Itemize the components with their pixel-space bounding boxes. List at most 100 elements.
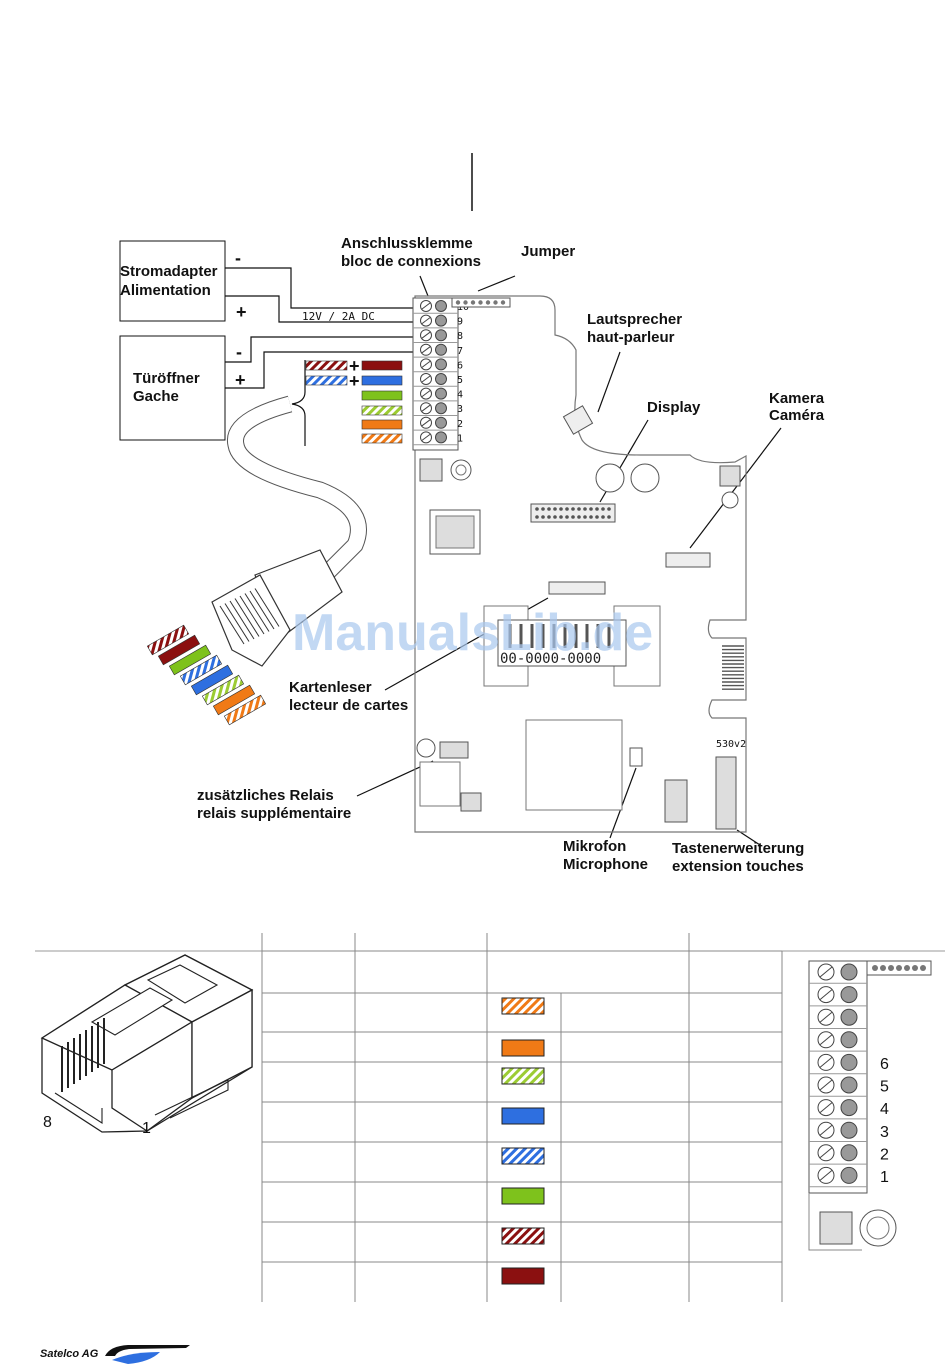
detail-socket <box>840 1008 858 1026</box>
voltage-label: 12V / 2A DC <box>302 310 375 323</box>
rj45-connector-drawing <box>40 954 254 1133</box>
detail-number: 5 <box>880 1079 889 1096</box>
keypad-label-fr: extension touches <box>672 858 804 875</box>
power-box-label-fr: Alimentation <box>120 282 211 299</box>
terminal-socket <box>435 373 447 385</box>
speaker-label-fr: haut-parleur <box>587 329 675 346</box>
power-plus: + <box>236 302 247 322</box>
detail-socket <box>840 1121 858 1139</box>
detail-number: 4 <box>880 1101 889 1118</box>
terminal-socket <box>435 402 447 415</box>
door-minus-wire <box>225 336 413 363</box>
power-box-label-de: Stromadapter <box>120 263 218 280</box>
connector-pin-8: 8 <box>43 1114 52 1131</box>
table-color-swatch <box>501 1067 545 1085</box>
terminal-socket <box>435 431 447 444</box>
door-box-label-de: Türöffner <box>133 370 200 387</box>
watermark: ManualsLib.de <box>292 604 653 662</box>
color-table <box>261 933 783 1302</box>
door-opener-box: Türöffner Gache <box>119 335 226 441</box>
table-color-swatch <box>501 1147 545 1165</box>
door-box-label-fr: Gache <box>133 388 179 405</box>
wire-swatch <box>361 433 403 444</box>
display-label: Display <box>647 399 701 416</box>
detail-number: 6 <box>880 1056 889 1073</box>
wire-swatch <box>305 360 348 371</box>
power-minus: - <box>235 248 241 268</box>
wire-swatches <box>305 360 403 444</box>
loose-wire <box>179 654 223 686</box>
door-plus: + <box>235 370 246 390</box>
loose-wire <box>212 684 256 716</box>
detail-socket <box>840 963 858 981</box>
terminal-label-fr: bloc de connexions <box>341 253 481 270</box>
door-plus-wire <box>225 351 413 389</box>
terminal-number: 4 <box>457 390 463 401</box>
table-color-swatch <box>501 1039 545 1057</box>
table-color-swatch <box>501 1267 545 1285</box>
swatch-brace <box>291 360 306 446</box>
relay-label-de: zusätzliches Relais <box>197 787 334 804</box>
door-minus: - <box>236 342 242 362</box>
table-color-swatch <box>501 1227 545 1245</box>
power-minus-wire <box>225 267 413 309</box>
detail-socket <box>840 986 858 1004</box>
terminal-socket <box>435 358 447 371</box>
microphone-label-fr: Microphone <box>563 856 648 873</box>
pcb-board: 10987654321 00-0000-0000 <box>412 295 747 833</box>
loose-wire <box>223 694 267 726</box>
relay-label-fr: relais supplémentaire <box>197 805 351 822</box>
connector-pin-1: 1 <box>142 1120 151 1137</box>
wire-swatch <box>361 360 403 371</box>
footer-logo: Satelco AG <box>40 1345 190 1364</box>
loose-wire <box>146 624 190 656</box>
camera-label-fr: Caméra <box>769 407 825 424</box>
rj45-plug <box>211 549 343 667</box>
keypad-label-de: Tastenerweiterung <box>672 840 804 857</box>
detail-socket <box>840 1144 858 1162</box>
terminal-socket <box>435 329 447 342</box>
loose-wire <box>190 664 234 696</box>
loose-wires <box>146 624 267 726</box>
detail-socket <box>840 1076 858 1094</box>
terminal-number: 3 <box>457 404 463 415</box>
loose-wire <box>168 644 212 676</box>
wire-swatch <box>305 375 348 386</box>
terminal-number: 6 <box>457 360 463 371</box>
card-chip-text: 00-0000-0000 <box>500 651 601 667</box>
detail-socket <box>840 1166 858 1184</box>
detail-number: 3 <box>880 1124 889 1141</box>
wire-swatch <box>361 419 403 430</box>
jumper-label: Jumper <box>521 243 575 260</box>
card-reader-label-de: Kartenleser <box>289 679 372 696</box>
detail-number: 1 <box>880 1169 889 1186</box>
terminal-label-de: Anschlussklemme <box>341 235 473 252</box>
detail-socket <box>840 1031 858 1049</box>
loose-wire <box>157 634 201 666</box>
terminal-number: 5 <box>457 375 463 386</box>
table-color-swatch <box>501 997 545 1015</box>
terminal-socket <box>435 343 447 356</box>
table-color-swatch <box>501 1107 545 1125</box>
detail-socket <box>840 1053 858 1071</box>
swatch-plus-2: + <box>349 371 360 391</box>
terminal-number: 2 <box>457 419 463 430</box>
microphone-label-de: Mikrofon <box>563 838 626 855</box>
terminal-number: 7 <box>457 346 463 357</box>
camera-label-de: Kamera <box>769 390 825 407</box>
table-color-swatch <box>501 1187 545 1205</box>
terminal-socket <box>435 416 447 429</box>
swatch-plus-1: + <box>349 356 360 376</box>
terminal-socket <box>435 300 447 312</box>
speaker-label-de: Lautsprecher <box>587 311 682 328</box>
detail-socket <box>840 1099 858 1117</box>
terminal-number: 1 <box>457 433 463 444</box>
terminal-socket <box>435 314 447 327</box>
wire-swatch <box>361 405 403 416</box>
board-version: 530v2 <box>716 739 746 750</box>
terminal-number: 9 <box>457 317 463 328</box>
wire-swatch <box>361 390 403 401</box>
power-plus-wire <box>225 295 413 323</box>
